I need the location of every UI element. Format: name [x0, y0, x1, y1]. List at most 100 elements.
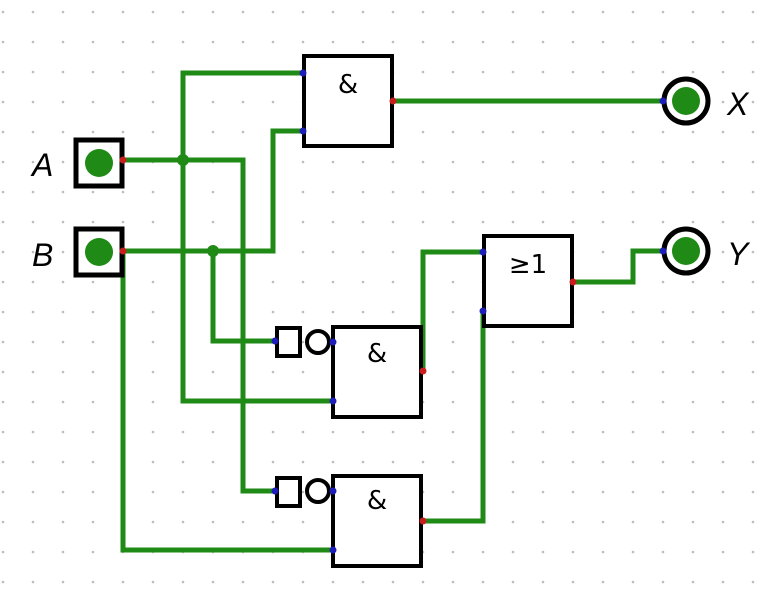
grid-dot [391, 580, 395, 584]
grid-dot [691, 550, 695, 554]
grid-dot [61, 250, 65, 254]
grid-dot [541, 460, 545, 464]
grid-dot [1, 520, 5, 524]
and-gate-middle[interactable]: & [331, 325, 423, 419]
grid-dot [1, 10, 5, 14]
grid-dot [1, 70, 5, 74]
grid-dot [691, 10, 695, 14]
grid-dot [211, 40, 215, 44]
grid-dot [631, 370, 635, 374]
grid-dot [451, 70, 455, 74]
grid-dot [661, 520, 665, 524]
grid-dot [451, 400, 455, 404]
grid-dot [31, 40, 35, 44]
grid-dot [91, 490, 95, 494]
grid-dot [571, 340, 575, 344]
and-gate-top-symbol: & [338, 70, 358, 100]
grid-dot [451, 490, 455, 494]
grid-dot [121, 10, 125, 14]
grid-dot [451, 460, 455, 464]
grid-dot [121, 580, 125, 584]
grid-dot [421, 10, 425, 14]
pin-b-out [119, 247, 127, 255]
grid-dot [661, 340, 665, 344]
grid-dot [451, 340, 455, 344]
grid-dot [511, 370, 515, 374]
grid-dot [631, 340, 635, 344]
grid-dot [361, 220, 365, 224]
grid-dot [451, 310, 455, 314]
grid-dot [661, 130, 665, 134]
grid-dot [331, 430, 335, 434]
grid-dot [631, 190, 635, 194]
grid-dot [751, 190, 755, 194]
grid-dot [211, 520, 215, 524]
grid-dot [421, 460, 425, 464]
not-input-bottom[interactable] [275, 476, 331, 508]
grid-dot [601, 460, 605, 464]
grid-dot [691, 520, 695, 524]
and-gate-top[interactable]: & [302, 54, 394, 148]
grid-dot [151, 100, 155, 104]
grid-dot [151, 460, 155, 464]
grid-dot [151, 70, 155, 74]
grid-dot [331, 310, 335, 314]
grid-dot [1, 190, 5, 194]
grid-dot [241, 580, 245, 584]
pin-x-in [659, 97, 667, 105]
pin-and-top-out [389, 97, 397, 105]
grid-dot [661, 430, 665, 434]
pin-or-in1 [479, 248, 487, 256]
grid-dot [541, 130, 545, 134]
grid-dot [631, 70, 635, 74]
grid-dot [271, 520, 275, 524]
pin-or-out [569, 278, 577, 286]
grid-dot [181, 490, 185, 494]
or-gate[interactable]: ≥1 [482, 234, 574, 328]
grid-dot [61, 130, 65, 134]
grid-dot [1, 580, 5, 584]
input-a-switch[interactable] [73, 137, 125, 189]
grid-dot [661, 370, 665, 374]
grid-dot [151, 580, 155, 584]
grid-dot [1, 100, 5, 104]
grid-dot [511, 130, 515, 134]
grid-dot [121, 70, 125, 74]
grid-dot [601, 550, 605, 554]
grid-dot [511, 10, 515, 14]
grid-dot [31, 400, 35, 404]
grid-dot [631, 490, 635, 494]
grid-dot [61, 460, 65, 464]
grid-dot [571, 40, 575, 44]
grid-dot [661, 70, 665, 74]
grid-dot [541, 400, 545, 404]
grid-dot [331, 280, 335, 284]
grid-dot [181, 580, 185, 584]
grid-dot [121, 190, 125, 194]
wire-b-to-not-middle [210, 251, 275, 344]
grid-dot [31, 130, 35, 134]
grid-dot [391, 460, 395, 464]
grid-dot [571, 400, 575, 404]
grid-dot [571, 10, 575, 14]
grid-dot [361, 10, 365, 14]
grid-dot [721, 580, 725, 584]
grid-dot [631, 10, 635, 14]
grid-dot [61, 310, 65, 314]
grid-dot [691, 190, 695, 194]
grid-dot [391, 190, 395, 194]
grid-dot [361, 580, 365, 584]
grid-dot [1, 220, 5, 224]
grid-dot [31, 280, 35, 284]
input-b-switch[interactable] [73, 226, 125, 278]
wire-a-to-and-middle [180, 160, 333, 404]
grid-dot [691, 490, 695, 494]
and-gate-bottom[interactable]: & [331, 474, 423, 568]
grid-dot [751, 550, 755, 554]
grid-dot [451, 580, 455, 584]
grid-dot [421, 130, 425, 134]
grid-dot [751, 100, 755, 104]
grid-dot [721, 250, 725, 254]
grid-dot [31, 580, 35, 584]
grid-dot [661, 190, 665, 194]
